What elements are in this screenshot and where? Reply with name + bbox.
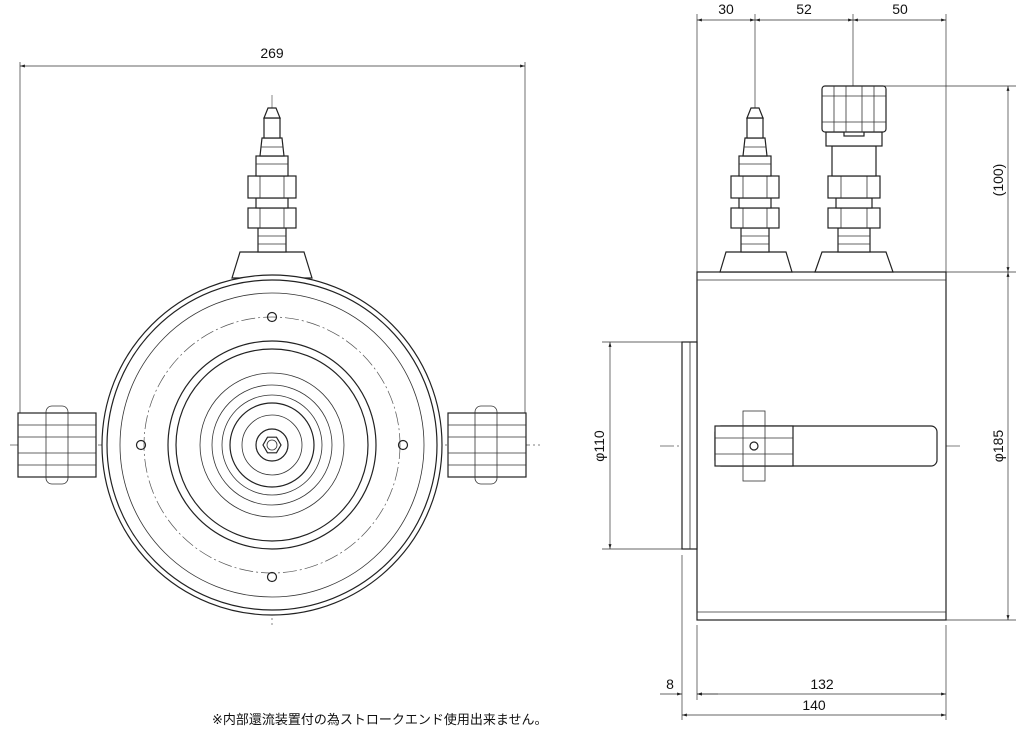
width-label: 269 [260,45,284,61]
side-coupler-right [814,85,894,273]
side-view: 30 52 50 (100) φ185 φ110 [591,1,1016,720]
protrusion-label: 8 [666,676,674,692]
side-lug [714,410,938,482]
coupler-height-dimension: (100) [880,85,1016,273]
hex-socket [262,436,282,454]
front-coupler [247,107,297,253]
usage-note: ※内部還流装置付の為ストロークエンド使用出来ません。 [212,712,548,728]
body-diameter-label: φ185 [990,430,1006,463]
right-lug [447,405,527,485]
plunger-side [681,341,698,550]
dim-30: 30 [718,1,734,17]
left-lug [17,405,97,485]
bolt-hole [135,439,147,451]
cylinder-body-outline [101,274,443,616]
bolt-hole [266,571,278,583]
body-diameter-dimension: φ185 [946,272,1016,621]
front-view: 269 [10,45,540,625]
side-coupler-left [719,107,793,273]
body-length-label: 132 [810,676,834,692]
total-length-label: 140 [802,697,826,713]
bolt-hole [266,311,278,323]
dim-52: 52 [796,1,812,17]
bolt-hole [397,439,409,451]
plunger-diameter-label: φ110 [591,430,607,462]
width-dimension: 269 [19,45,526,418]
dim-50: 50 [892,1,908,17]
plunger-diameter-dimension: φ110 [591,341,690,550]
bottom-dimensions: 8 132 140 [660,555,947,720]
top-dimensions: 30 52 50 [696,1,947,272]
coupler-height-label: (100) [990,164,1006,197]
